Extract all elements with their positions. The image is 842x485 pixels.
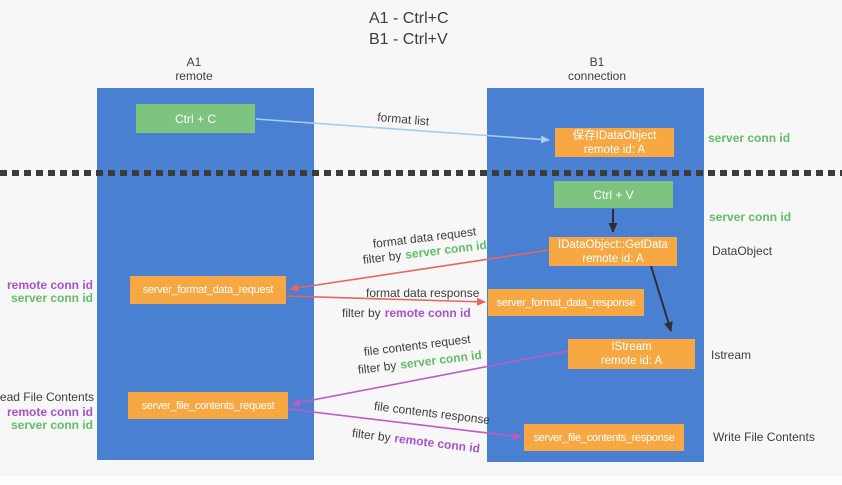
node-server-format-data-response: server_format_data_response [488, 289, 644, 316]
node-istream-line1: IStream [611, 341, 652, 353]
arrow-format-data-response [285, 295, 486, 306]
title-line-b1: B1 - Ctrl+V [369, 31, 448, 48]
arrow-format-data-request [289, 249, 550, 292]
node-idataobject-getdata: IDataObject::GetData remote id: A [549, 237, 677, 266]
node-getdata-line1: IDataObject::GetData [558, 238, 668, 251]
header-a1-role: remote [175, 69, 213, 83]
annotation-istream: Istream [711, 348, 752, 362]
node-format-response-label: server_format_data_response [496, 296, 636, 309]
title-line-a1: A1 - Ctrl+C [369, 10, 449, 27]
node-save-idataobject-line2: remote id: A [583, 143, 646, 156]
remote-conn-id-key: remote conn id [384, 306, 471, 320]
node-server-file-contents-request: server_file_contents_request [128, 392, 288, 419]
diagram-title: A1 - Ctrl+C B1 - Ctrl+V [369, 8, 449, 50]
node-format-request-label: server_format_data_request [142, 284, 274, 296]
node-istream-line2: remote id: A [600, 355, 663, 367]
header-b1-connection: B1 connection [537, 55, 657, 83]
annotation-remote-conn-id-bottom: remote conn id [6, 405, 93, 419]
bottom-strip [0, 476, 842, 485]
annotation-dataobject: DataObject [712, 244, 773, 258]
label-format-data-response: format data response [366, 286, 480, 300]
annotation-remote-conn-id-top: remote conn id [6, 278, 93, 292]
node-save-idataobject-line1: 保存IDataObject [572, 129, 657, 142]
node-ctrl-c-label: Ctrl + C [174, 111, 216, 126]
arrow-format-list [255, 118, 550, 144]
node-getdata-line2: remote id: A [582, 252, 644, 265]
node-istream: IStream remote id: A [568, 339, 695, 369]
header-b1-name: B1 [589, 55, 605, 69]
annotation-server-conn-id-top: server conn id [708, 131, 791, 145]
header-a1-name: A1 [186, 55, 202, 69]
filter-by-text: filter by [342, 306, 381, 320]
arrow-file-contents-response [287, 408, 522, 441]
node-ctrl-v-label: Ctrl + V [593, 187, 634, 202]
arrow-file-contents-request [291, 350, 569, 407]
node-ctrl-v: Ctrl + V [554, 181, 673, 208]
header-b1-role: connection [567, 69, 627, 83]
annotation-server-conn-id-left-top: server conn id [10, 291, 93, 305]
node-save-idataobject: 保存IDataObject remote id: A [555, 128, 674, 157]
node-server-file-contents-response: server_file_contents_response [524, 424, 684, 451]
annotation-server-conn-id-left-bottom: server conn id [10, 418, 93, 432]
annotation-server-conn-id-mid: server conn id [709, 210, 792, 224]
node-server-format-data-request: server_format_data_request [130, 276, 286, 304]
header-a1-remote: A1 remote [134, 55, 254, 83]
arrow-getdata-to-istream [650, 265, 673, 332]
node-ctrl-c: Ctrl + C [136, 104, 255, 133]
node-file-response-label: server_file_contents_response [533, 431, 675, 444]
annotation-write-file-contents: Write File Contents [713, 430, 815, 444]
node-file-request-label: server_file_contents_request [141, 399, 275, 412]
annotation-read-file-contents: Read File Contents [0, 390, 94, 404]
